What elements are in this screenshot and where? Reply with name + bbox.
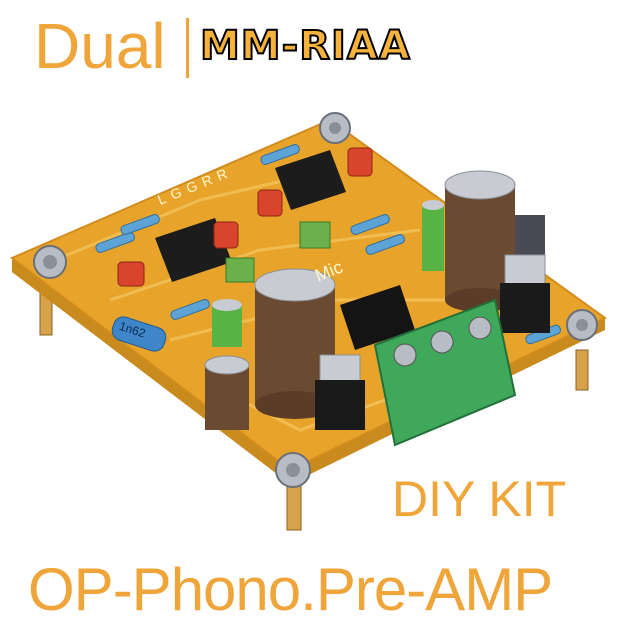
voltage-regulators [315, 254, 550, 430]
title-model: MM-RIAA [199, 23, 411, 69]
diy-kit-label: DIY KIT [392, 471, 567, 527]
product-line-label: OP-Phono.Pre-AMP [28, 556, 553, 623]
screw-group [33, 112, 598, 488]
ic-chips [155, 150, 415, 350]
title-divider [186, 18, 189, 78]
standoff-leg [575, 349, 589, 391]
terminal-block [373, 298, 517, 447]
film-cap [117, 261, 145, 287]
blue-capacitor [111, 316, 167, 352]
opamp-chip [155, 218, 232, 282]
title-dual: Dual [34, 10, 166, 82]
bridge-rectifier [340, 285, 415, 350]
opamp-chip [275, 150, 346, 210]
